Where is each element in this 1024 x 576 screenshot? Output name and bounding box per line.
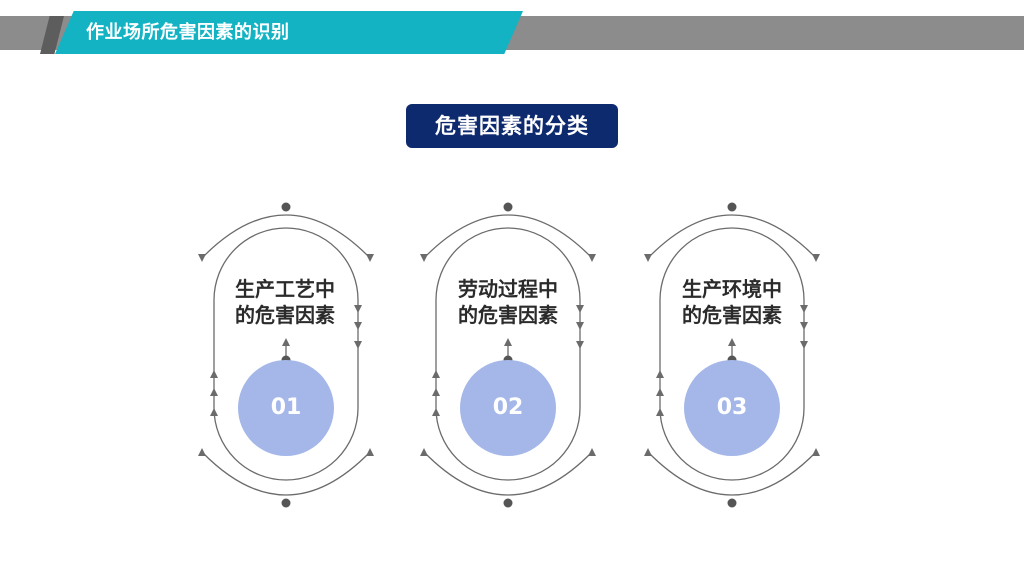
card-right-arrow-3-1 xyxy=(800,305,808,313)
card-right-arrow-2-1 xyxy=(576,305,584,313)
card-bottom-arc-arrow-left-2 xyxy=(420,448,428,456)
card-bottom-dot-2 xyxy=(503,498,513,508)
card-left-arrow-3-2 xyxy=(656,388,664,396)
card-bottom-arc-arrow-right-1 xyxy=(366,448,374,456)
card-label-1: 生产工艺中 的危害因素 xyxy=(210,276,360,328)
card-label-1-line2: 的危害因素 xyxy=(235,303,335,327)
card-right-arrow-3-2 xyxy=(800,322,808,330)
card-left-arrow-3-3 xyxy=(656,408,664,416)
card-top-dot-2 xyxy=(503,202,513,212)
card-top-arc-2 xyxy=(423,214,593,259)
card-top-arc-arrow-right-1 xyxy=(366,254,374,262)
card-left-arrow-1-1 xyxy=(210,370,218,378)
card-label-2-line1: 劳动过程中 xyxy=(458,277,558,301)
card-label-1-line1: 生产工艺中 xyxy=(235,277,335,301)
page-title: 作业场所危害因素的识别 xyxy=(86,22,290,43)
card-label-2: 劳动过程中 的危害因素 xyxy=(433,276,583,328)
card-bottom-arc-arrow-right-3 xyxy=(812,448,820,456)
card-label-3-line1: 生产环境中 xyxy=(682,277,782,301)
card-bottom-arc-arrow-left-1 xyxy=(198,448,206,456)
card-bottom-arc-2 xyxy=(423,451,593,496)
card-number-2: 02 xyxy=(460,360,556,456)
card-right-arrow-1-3 xyxy=(354,341,362,349)
card-right-arrow-1-1 xyxy=(354,305,362,313)
card-bottom-arc-3 xyxy=(647,451,817,496)
card-top-arc-3 xyxy=(647,214,817,259)
card-connector-arrow-2 xyxy=(504,338,512,346)
card-track-3 xyxy=(659,227,805,481)
card-connector-arrow-3 xyxy=(728,338,736,346)
card-bottom-arc-arrow-left-3 xyxy=(644,448,652,456)
card-right-arrow-1-2 xyxy=(354,322,362,330)
card-label-2-line2: 的危害因素 xyxy=(458,303,558,327)
card-left-arrow-1-3 xyxy=(210,408,218,416)
card-bottom-dot-1 xyxy=(281,498,291,508)
card-top-arc-arrow-left-2 xyxy=(420,254,428,262)
card-left-arrow-2-3 xyxy=(432,408,440,416)
card-right-arrow-3-3 xyxy=(800,341,808,349)
card-left-arrow-3-1 xyxy=(656,370,664,378)
card-right-arrow-2-2 xyxy=(576,322,584,330)
card-connector-arrow-1 xyxy=(282,338,290,346)
card-track-1 xyxy=(213,227,359,481)
card-left-arrow-2-1 xyxy=(432,370,440,378)
card-top-arc-arrow-right-2 xyxy=(588,254,596,262)
card-label-3-line2: 的危害因素 xyxy=(682,303,782,327)
card-left-arrow-1-2 xyxy=(210,388,218,396)
card-right-arrow-2-3 xyxy=(576,341,584,349)
card-track-2 xyxy=(435,227,581,481)
card-top-arc-arrow-left-3 xyxy=(644,254,652,262)
card-label-3: 生产环境中 的危害因素 xyxy=(657,276,807,328)
card-number-1: 01 xyxy=(238,360,334,456)
card-left-arrow-2-2 xyxy=(432,388,440,396)
card-top-arc-arrow-right-3 xyxy=(812,254,820,262)
category-badge: 危害因素的分类 xyxy=(406,104,618,148)
card-bottom-arc-arrow-right-2 xyxy=(588,448,596,456)
header-title-ribbon xyxy=(55,11,523,54)
card-top-arc-arrow-left-1 xyxy=(198,254,206,262)
card-number-3: 03 xyxy=(684,360,780,456)
card-top-arc-1 xyxy=(201,214,371,259)
card-bottom-dot-3 xyxy=(727,498,737,508)
card-top-dot-3 xyxy=(727,202,737,212)
card-bottom-arc-1 xyxy=(201,451,371,496)
card-top-dot-1 xyxy=(281,202,291,212)
